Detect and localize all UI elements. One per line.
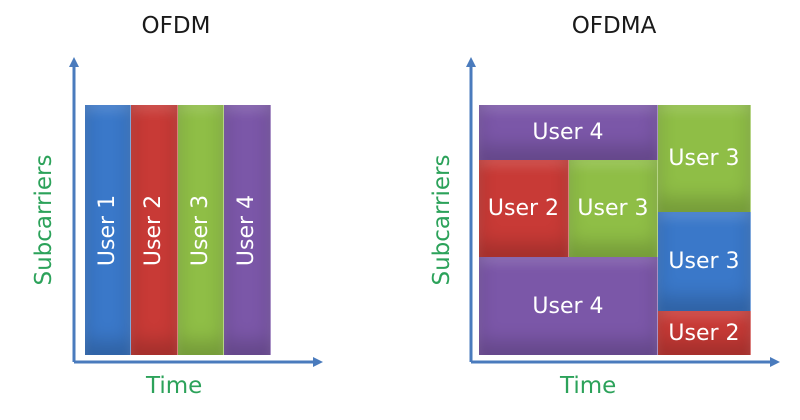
ofdma-block-label: User 3 xyxy=(668,249,740,274)
ofdma-x-axis-label: Time xyxy=(560,373,617,399)
ofdm-x-axis-label: Time xyxy=(146,373,203,399)
ofdma-diagram: OFDMA Subcarriers Time User 4 User 2 Use… xyxy=(400,0,800,420)
ofdm-block-label: User 2 xyxy=(141,194,167,266)
ofdm-block-label: User 3 xyxy=(188,194,214,266)
ofdm-block-user-1: User 1 xyxy=(85,105,131,355)
ofdma-block-user-2-mid: User 2 xyxy=(479,160,569,257)
ofdma-block-label: User 2 xyxy=(487,196,560,221)
ofdm-block-label: User 4 xyxy=(234,194,260,266)
ofdm-title: OFDM xyxy=(141,13,211,39)
ofdma-block-user-3-mid: User 3 xyxy=(569,160,658,257)
ofdma-block-label: User 3 xyxy=(577,196,649,221)
ofdma-block-user-4-top: User 4 xyxy=(479,105,658,160)
ofdma-block-user-4-bottom: User 4 xyxy=(479,257,658,355)
ofdma-block-label: User 3 xyxy=(668,146,740,171)
ofdma-axes xyxy=(466,57,780,367)
ofdm-diagram: OFDM Subcarriers Time User 1 User 2 User… xyxy=(31,13,323,399)
ofdma-block-user-3-right-top: User 3 xyxy=(658,105,751,212)
ofdma-block-label: User 2 xyxy=(668,320,740,346)
ofdm-block-user-3: User 3 xyxy=(178,105,224,355)
ofdm-block-user-2: User 2 xyxy=(131,105,178,355)
ofdm-y-axis-label: Subcarriers xyxy=(31,154,57,286)
ofdma-title: OFDMA xyxy=(571,13,657,39)
ofdm-axes xyxy=(69,57,323,367)
ofdma-y-axis-label: Subcarriers xyxy=(429,154,455,286)
ofdm-block-user-4: User 4 xyxy=(224,105,271,355)
ofdma-block-label: User 4 xyxy=(532,293,604,319)
ofdma-block-user-3-right-mid: User 3 xyxy=(658,212,751,311)
ofdma-block-label: User 4 xyxy=(532,120,604,145)
ofdma-block-user-2-right-bottom: User 2 xyxy=(658,311,751,355)
ofdm-block-label: User 1 xyxy=(95,194,121,266)
